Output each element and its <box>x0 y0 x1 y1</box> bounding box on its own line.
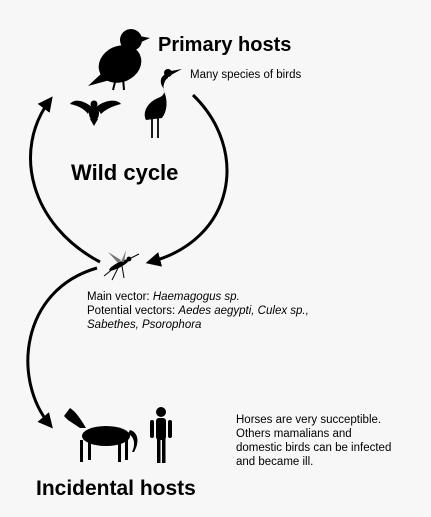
potential-vectors-value-1: Aedes aegypti, Culex sp., <box>178 305 309 317</box>
mosquito-icon <box>103 250 140 281</box>
incidental-hosts-title: Incidental hosts <box>36 477 196 500</box>
vector-info: Main vector: Haemagogus sp. Potential ve… <box>87 290 309 332</box>
arrow-mosquito-to-incidental <box>26 266 98 429</box>
note-line: and became ill. <box>236 456 314 468</box>
incidental-hosts-note: Horses are very succeptible. Others mama… <box>236 413 416 469</box>
arrow-mosquito-to-birds <box>29 96 101 264</box>
horse-icon <box>64 408 138 462</box>
wild-cycle-label: Wild cycle <box>71 160 179 185</box>
arrow-birds-to-mosquito <box>145 93 229 267</box>
primary-hosts-subtitle: Many species of birds <box>190 69 302 81</box>
potential-vectors-line: Potential vectors: Aedes aegypti, Culex … <box>87 304 309 318</box>
potential-vectors-value-2: Sabethes, Psorophora <box>87 319 202 331</box>
eagle-icon <box>70 100 121 126</box>
potential-vectors-prefix: Potential vectors: <box>87 305 179 317</box>
heron-icon <box>144 69 182 138</box>
main-vector-prefix: Main vector: <box>87 291 153 303</box>
main-vector-line: Main vector: Haemagogus sp. <box>87 290 309 304</box>
primary-hosts-title: Primary hosts <box>158 34 292 56</box>
human-icon <box>150 407 172 463</box>
note-line: Others mamalians and <box>236 428 352 440</box>
note-line: domestic birds can be infected <box>236 442 392 454</box>
note-line: Horses are very succeptible. <box>236 414 382 426</box>
main-vector-value: Haemagogus sp. <box>152 291 240 303</box>
songbird-icon <box>88 29 150 91</box>
